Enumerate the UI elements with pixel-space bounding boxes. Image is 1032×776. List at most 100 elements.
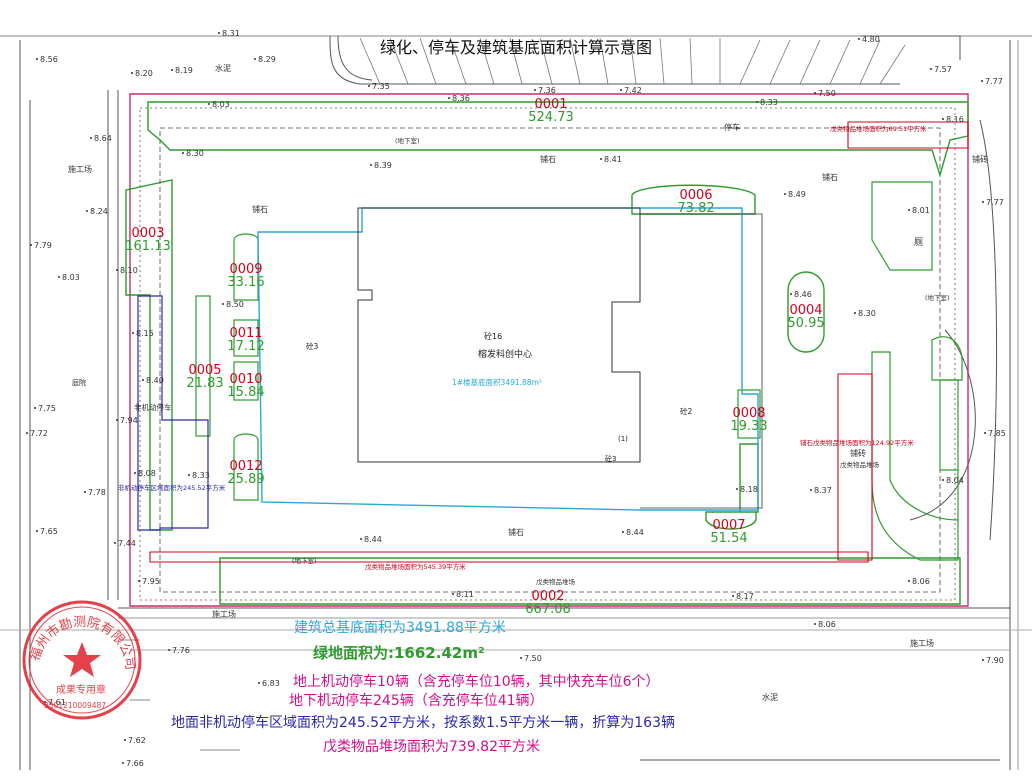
map-labels: 停车 铺石 铺石 铺石 铺石 铺砖 铺砖 (地下室) (地下室) (地下室) 水… [68, 63, 988, 702]
stamp-serial: 3501210009487 [44, 701, 106, 710]
summary-building-area: 建筑总基底面积为3491.88平方米 [294, 620, 506, 636]
elevation-label: 7.85 [988, 429, 1006, 438]
elevation-dot [58, 276, 60, 278]
green-labels: 0001 524.73 0002 667.08 0003 161.13 0004… [125, 97, 824, 617]
elevation-dot [600, 158, 602, 160]
elevation-label: 8.24 [90, 207, 108, 216]
elevation-label: 8.16 [946, 115, 964, 124]
plan-title: 绿化、停车及建筑基底面积计算示意图 [380, 38, 652, 57]
building-floors-label: 砼16 [484, 331, 502, 341]
label-storage-yard-b: 戊类物品堆场 [840, 460, 880, 469]
green-area-value-0009: 33.16 [227, 275, 264, 290]
elevation-dot [134, 472, 136, 474]
elevation-label: 7.65 [40, 527, 58, 536]
label-construction-c: 施工场 [910, 638, 934, 648]
elevation-dot [982, 659, 984, 661]
green-code-0006: 0006 [679, 188, 712, 203]
green-area-right-top [871, 181, 933, 271]
elevation-label: 8.56 [40, 55, 58, 64]
elevation-label: 7.61 [48, 698, 66, 707]
label-underground-a: (地下室) [395, 136, 420, 145]
elevation-dot [790, 293, 792, 295]
elevation-dot [138, 580, 140, 582]
elevation-dot [534, 89, 536, 91]
elevation-label: 8.37 [814, 486, 832, 495]
elevation-label: 8.20 [135, 69, 153, 78]
green-area-0009 [233, 233, 259, 301]
green-area-value-0008: 19.33 [730, 419, 767, 434]
elevation-label: 7.50 [818, 89, 836, 98]
elevation-dot [908, 209, 910, 211]
elevation-label: 7.94 [120, 416, 138, 425]
elevation-label: 8.06 [818, 620, 836, 629]
green-area-0004 [787, 271, 825, 353]
elevation-dot [908, 580, 910, 582]
green-area-value-0011: 17.12 [227, 339, 264, 354]
green-area-value-0007: 51.54 [710, 531, 747, 546]
green-area-0012 [233, 433, 259, 501]
elevation-dot [858, 38, 860, 40]
label-storage-yard: 戊类物品堆场 [536, 577, 576, 586]
elevation-dot [930, 68, 932, 70]
elevation-label: 8.08 [138, 469, 156, 478]
elevation-label: 8.36 [452, 94, 470, 103]
elevation-label: 8.01 [912, 206, 930, 215]
elevation-dot [116, 419, 118, 421]
elevation-label: 6.83 [262, 679, 280, 688]
elevation-label: 8.64 [94, 134, 112, 143]
label-tile-brick-a: 铺砖 [850, 448, 866, 458]
elevation-dot [142, 379, 144, 381]
elevation-dot [736, 488, 738, 490]
stamp-star-icon [63, 642, 101, 677]
elevation-label: 8.18 [740, 485, 758, 494]
label-construction-a: 施工场 [68, 164, 92, 174]
elevation-label: 8.49 [788, 190, 806, 199]
nonmotor-zone [137, 295, 209, 531]
elevation-label: 7.42 [624, 86, 642, 95]
elevation-dot [622, 531, 624, 533]
label-yard: 庭院 [72, 378, 86, 387]
elevation-label: 7.62 [128, 736, 146, 745]
elevation-dot [981, 80, 983, 82]
elevation-label: 7.72 [30, 429, 48, 438]
summary-ground-parking: 地上机动停车10辆（含充停车位10辆，其中快充车位6个） [293, 674, 660, 690]
label-cement-b: 水泥 [762, 692, 778, 702]
elevation-label: 8.44 [364, 535, 382, 544]
elevation-label: 7.50 [524, 654, 542, 663]
elevation-dot [982, 201, 984, 203]
elevation-dot [814, 623, 816, 625]
elevation-label: 7.90 [986, 656, 1004, 665]
green-area-0010 [233, 361, 259, 401]
building-right-block [640, 213, 763, 509]
green-area-0001 [147, 101, 969, 178]
green-code-0009: 0009 [229, 262, 262, 277]
green-area-value-0003: 161.13 [125, 239, 171, 254]
green-area-right-mid [931, 336, 963, 381]
elevation-label: 8.44 [626, 528, 644, 537]
elevation-dot [784, 193, 786, 195]
green-code-0011: 0011 [229, 326, 262, 341]
elevation-dot [34, 407, 36, 409]
elevation-label: 7.76 [172, 646, 190, 655]
elevation-dot [124, 739, 126, 741]
green-area-value-0005: 21.83 [186, 376, 223, 391]
storage-zone-right [837, 373, 873, 561]
elevation-label: 7.75 [38, 404, 56, 413]
building-name: 榕发科创中心 [478, 348, 532, 360]
summary-green-area: 绿地面积为:1662.42m² [313, 644, 485, 662]
label-parking: 停车 [724, 122, 740, 132]
label-cement: 水泥 [215, 63, 231, 73]
building-side-left: 砼3 [306, 341, 318, 351]
elevation-dot [171, 69, 173, 71]
elevation-label: 8.33 [192, 471, 210, 480]
green-area-0005 [195, 295, 211, 437]
green-code-0003: 0003 [131, 226, 164, 241]
label-underground-b: (地下室) [925, 293, 950, 302]
label-tile-paving-top: 铺石 [540, 154, 556, 164]
green-area-0008 [737, 389, 761, 439]
note-storage-top: 戊类物品堆场面积为69.51平方米 [830, 124, 927, 133]
elevation-label: 8.39 [374, 161, 392, 170]
elevation-label: 7.36 [538, 86, 556, 95]
